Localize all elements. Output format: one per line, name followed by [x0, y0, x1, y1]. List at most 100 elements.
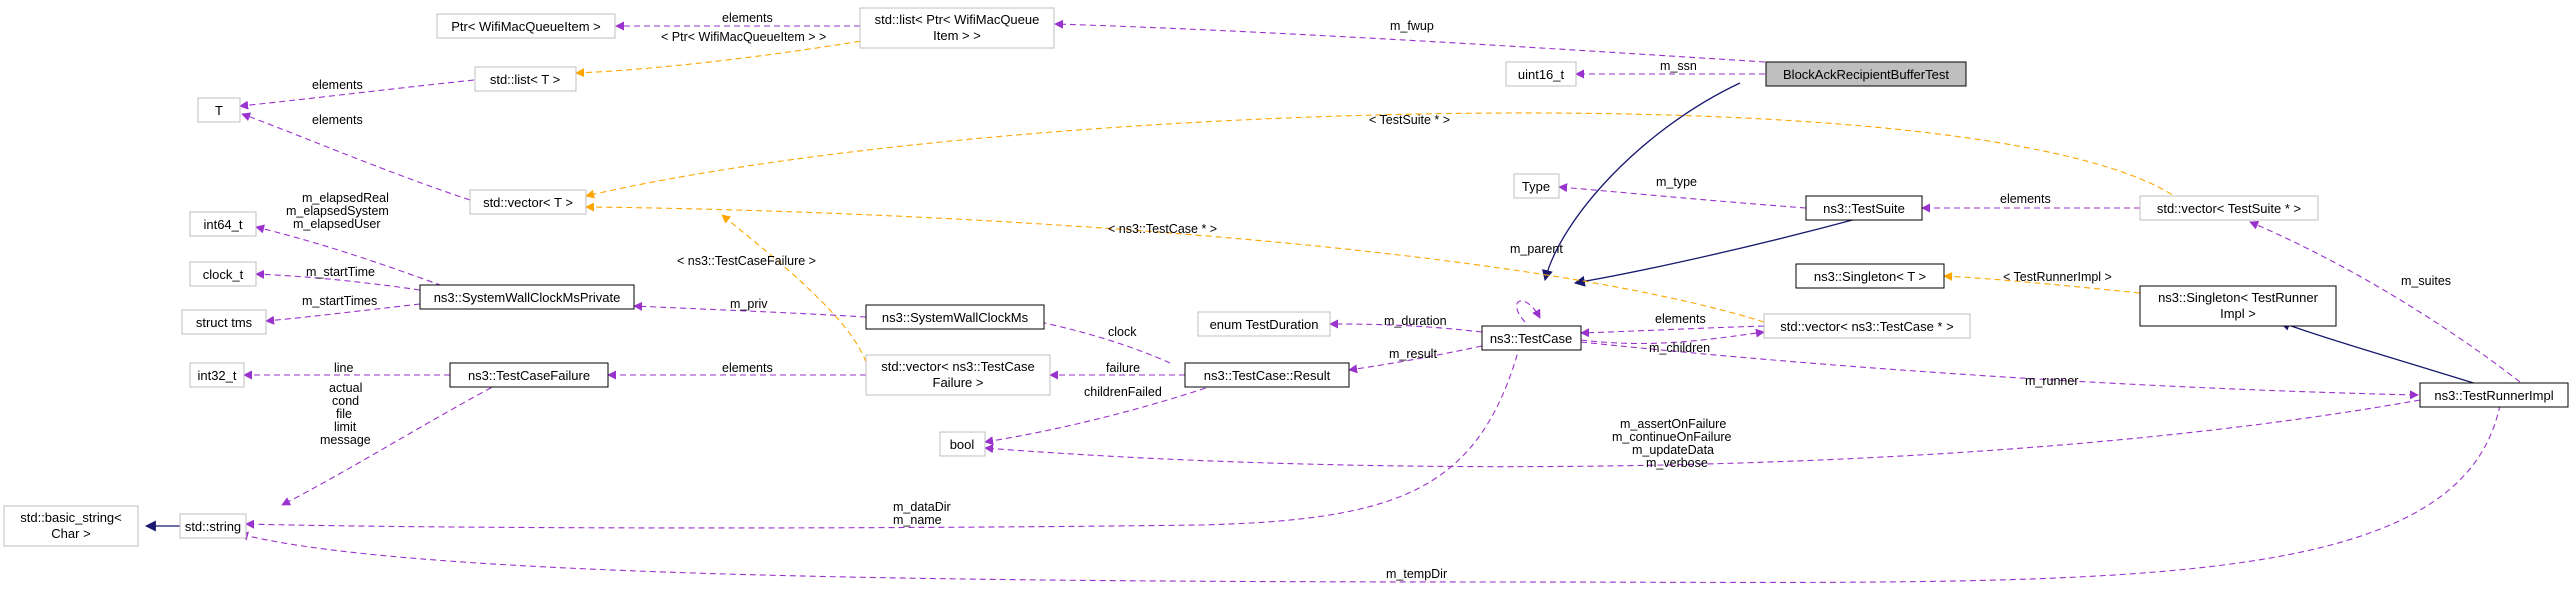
edge-m-children — [1580, 328, 1765, 345]
svg-text:std::vector< ns3::TestCase: std::vector< ns3::TestCase — [881, 359, 1035, 374]
node-t[interactable]: T — [197, 97, 241, 123]
label-m-starttime: m_startTime — [306, 265, 375, 279]
svg-text:std::list< T >: std::list< T > — [490, 72, 560, 87]
label-tmpl-testsuite: < TestSuite * > — [1369, 113, 1450, 127]
node-systemwallclockmsprivate[interactable]: ns3::SystemWallClockMsPrivate — [419, 284, 635, 310]
label-m-suites: m_suites — [2401, 274, 2451, 288]
label-m-starttimes: m_startTimes — [302, 294, 377, 308]
node-int64[interactable]: int64_t — [189, 211, 257, 237]
label-file: file — [336, 407, 352, 421]
edge-m-datadir-name — [245, 344, 1521, 529]
svg-text:ns3::TestCaseFailure: ns3::TestCaseFailure — [468, 368, 590, 383]
edge-m-tempdir — [239, 404, 2501, 583]
node-string[interactable]: std::string — [179, 513, 247, 539]
edge-failure-fields — [281, 382, 501, 506]
node-basic-string[interactable]: std::basic_string< Char > — [3, 505, 139, 547]
edge-m-result — [1348, 345, 1483, 374]
label-tmpl-runner: < TestRunnerImpl > — [2003, 270, 2112, 284]
label-m-runner: m_runner — [2025, 374, 2079, 388]
node-uint16[interactable]: uint16_t — [1505, 61, 1577, 87]
svg-text:ns3::TestCase: ns3::TestCase — [1490, 331, 1572, 346]
svg-text:bool: bool — [950, 437, 975, 452]
label-message: message — [320, 433, 371, 447]
node-struct-tms[interactable]: struct tms — [181, 309, 267, 335]
edge-tmpl-failure — [721, 214, 867, 363]
label-m-priv: m_priv — [730, 297, 768, 311]
label-actual: actual — [329, 381, 362, 395]
label-elements-t2: elements — [312, 113, 363, 127]
node-vector-testcasefailure[interactable]: std::vector< ns3::TestCase Failure > — [865, 354, 1051, 396]
label-m-name: m_name — [893, 513, 942, 527]
label-m-duration: m_duration — [1384, 314, 1447, 328]
edge-m-starttimes — [265, 303, 421, 325]
svg-text:Ptr< WifiMacQueueItem >: Ptr< WifiMacQueueItem > — [451, 19, 601, 34]
svg-text:ns3::TestCase::Result: ns3::TestCase::Result — [1204, 368, 1331, 383]
node-bool[interactable]: bool — [939, 431, 986, 457]
node-vector-testsuite[interactable]: std::vector< TestSuite * > — [2139, 195, 2319, 221]
svg-text:BlockAckRecipientBufferTest: BlockAckRecipientBufferTest — [1783, 67, 1949, 82]
svg-text:std::list< Ptr< WifiMacQueue: std::list< Ptr< WifiMacQueue — [875, 12, 1040, 27]
node-ptr-wifimacqueueitem[interactable]: Ptr< WifiMacQueueItem > — [436, 13, 616, 39]
label-m-type: m_type — [1656, 175, 1697, 189]
edge-elements-list-t — [239, 79, 475, 110]
svg-text:Char >: Char > — [51, 526, 90, 541]
node-vector-testcase[interactable]: std::vector< ns3::TestCase * > — [1763, 313, 1971, 339]
edge-runner-bools — [984, 399, 2421, 468]
edge-elements-vector-t — [241, 112, 471, 201]
edge-m-fwup — [1054, 19, 1766, 63]
node-vector-t[interactable]: std::vector< T > — [469, 189, 587, 215]
label-m-tempdir: m_tempDir — [1386, 567, 1447, 581]
node-testsuite[interactable]: ns3::TestSuite — [1805, 195, 1923, 221]
svg-text:ns3::SystemWallClockMs: ns3::SystemWallClockMs — [882, 310, 1029, 325]
label-m-verbose: m_verbose — [1646, 456, 1708, 470]
svg-text:clock_t: clock_t — [203, 267, 244, 282]
edge-m-suites — [2249, 221, 2521, 383]
node-testcase-result[interactable]: ns3::TestCase::Result — [1184, 362, 1350, 388]
label-m-elapsed-user: m_elapsedUser — [293, 217, 381, 231]
svg-text:int64_t: int64_t — [203, 217, 242, 232]
label-m-children: m_children — [1649, 341, 1710, 355]
nodes: Ptr< WifiMacQueueItem > std::list< Ptr< … — [3, 7, 2569, 547]
edge-m-duration — [1329, 319, 1483, 333]
label-m-continue-on-failure: m_continueOnFailure — [1612, 430, 1732, 444]
edge-m-elapsed — [255, 224, 471, 297]
node-singleton-testrunnerimpl[interactable]: ns3::Singleton< TestRunner Impl > — [2139, 285, 2337, 327]
label-elements-case: elements — [1655, 312, 1706, 326]
svg-text:Failure >: Failure > — [933, 375, 984, 390]
label-cond: cond — [332, 394, 359, 408]
edge-m-starttime — [255, 269, 421, 291]
node-testrunnerimpl[interactable]: ns3::TestRunnerImpl — [2419, 382, 2569, 408]
node-systemwallclockms[interactable]: ns3::SystemWallClockMs — [865, 304, 1045, 330]
edge-elements-case — [1580, 325, 1765, 338]
label-elements-suite: elements — [2000, 192, 2051, 206]
edge-m-parent — [1516, 300, 1541, 323]
node-type[interactable]: Type — [1513, 173, 1560, 199]
node-singleton-t[interactable]: ns3::Singleton< T > — [1795, 263, 1945, 289]
node-blockackrecipientbuffertest[interactable]: BlockAckRecipientBufferTest — [1765, 61, 1967, 87]
node-list-ptr-wifimacqueueitem[interactable]: std::list< Ptr< WifiMacQueue Item > > — [859, 7, 1055, 49]
svg-text:ns3::TestRunnerImpl: ns3::TestRunnerImpl — [2434, 388, 2553, 403]
label-failure: failure — [1106, 361, 1140, 375]
node-clock[interactable]: clock_t — [189, 261, 257, 287]
label-m-elapsed-system: m_elapsedSystem — [286, 204, 389, 218]
svg-text:ns3::TestSuite: ns3::TestSuite — [1823, 201, 1905, 216]
label-children-failed: childrenFailed — [1084, 385, 1162, 399]
label-elements-failure: elements — [722, 361, 773, 375]
edge-tmpl-testsuite — [585, 112, 2181, 201]
svg-text:std::string: std::string — [185, 519, 241, 534]
node-testcase[interactable]: ns3::TestCase — [1481, 325, 1582, 351]
node-enum-testduration[interactable]: enum TestDuration — [1197, 311, 1331, 337]
node-list-t[interactable]: std::list< T > — [474, 66, 577, 92]
label-tmpl-failure: < ns3::TestCaseFailure > — [677, 254, 816, 268]
svg-text:enum TestDuration: enum TestDuration — [1210, 317, 1319, 332]
label-m-assert-on-failure: m_assertOnFailure — [1620, 417, 1726, 431]
label-m-elapsed-real: m_elapsedReal — [302, 191, 389, 205]
svg-text:std::vector< TestSuite * >: std::vector< TestSuite * > — [2157, 201, 2301, 216]
label-m-ssn: m_ssn — [1660, 59, 1697, 73]
label-elements-ptr: elements — [722, 11, 773, 25]
svg-text:Item > >: Item > > — [933, 28, 981, 43]
node-testcasefailure[interactable]: ns3::TestCaseFailure — [449, 362, 609, 388]
node-int32[interactable]: int32_t — [189, 362, 245, 388]
edge-clock — [1029, 317, 1171, 364]
label-m-update-data: m_updateData — [1632, 443, 1714, 457]
